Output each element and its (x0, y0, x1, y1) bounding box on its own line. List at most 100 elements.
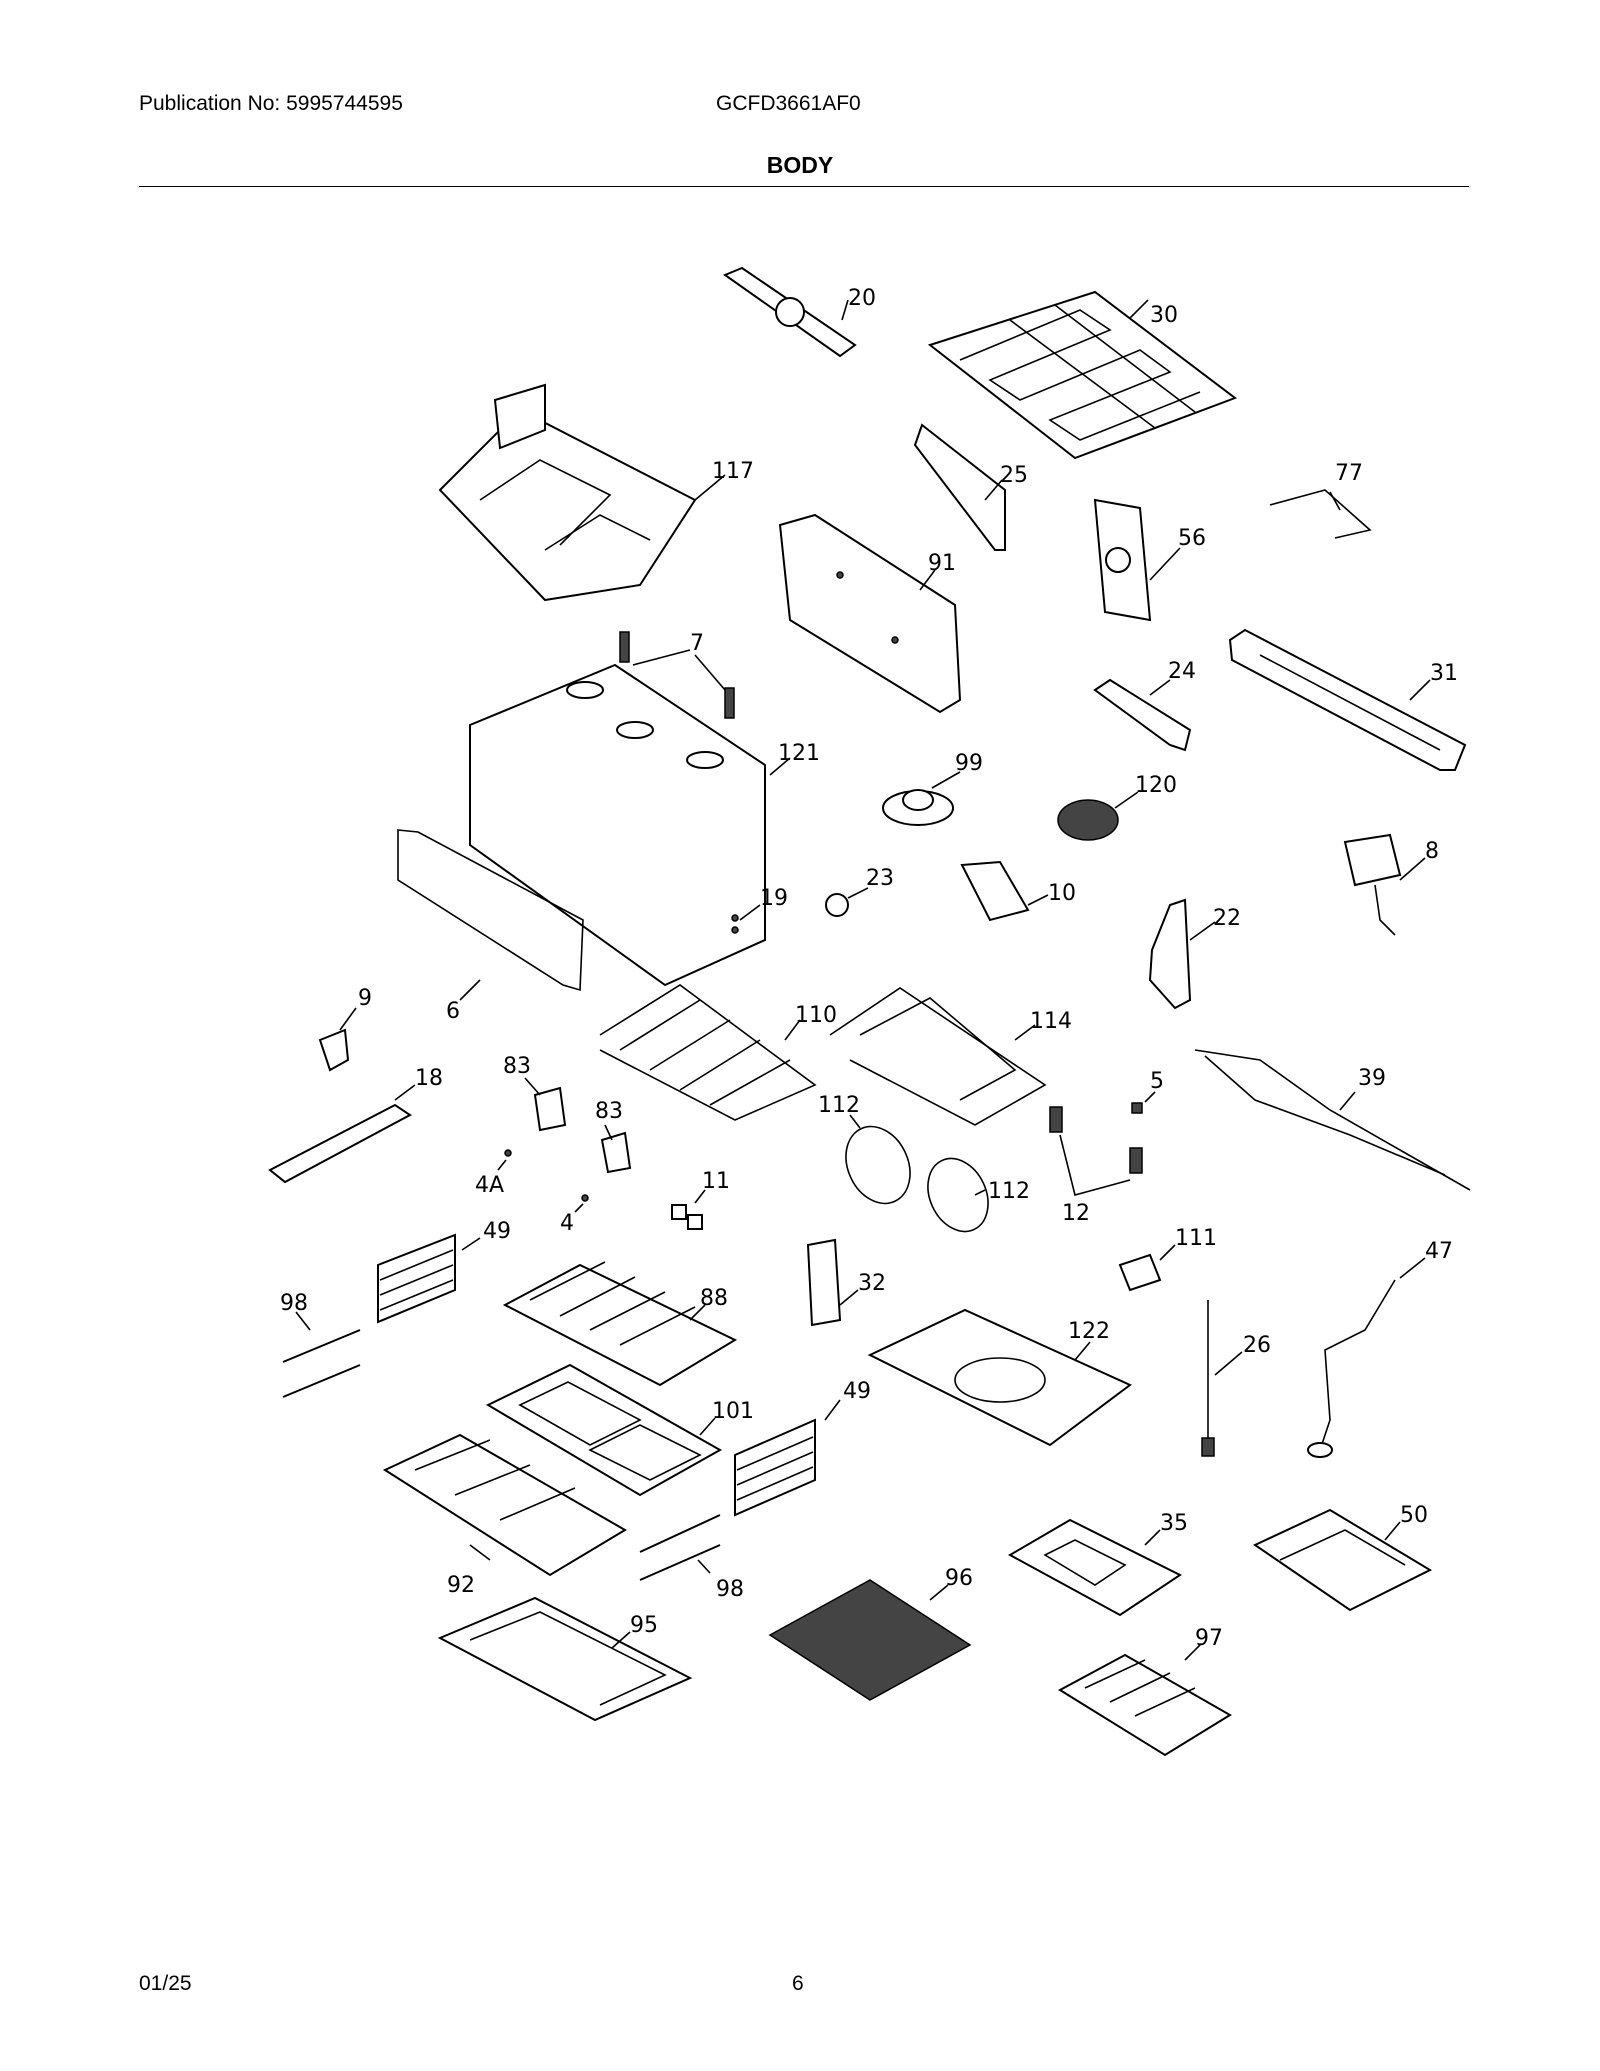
callout-12[interactable]: 12 (1062, 1201, 1090, 1226)
part-control-board (960, 860, 1049, 922)
callout-35[interactable]: 35 (1160, 1511, 1188, 1536)
callout-50[interactable]: 50 (1400, 1503, 1428, 1528)
part-door-gasket (397, 829, 584, 1001)
part-ring-element-a (845, 1114, 911, 1205)
part-fan-blade (318, 1007, 357, 1072)
part-rack-supports-a (377, 1233, 481, 1324)
callout-11[interactable]: 11 (702, 1169, 730, 1194)
part-vent-trim (1228, 628, 1467, 771)
callout-7[interactable]: 7 (690, 631, 704, 656)
part-bottom-pan (867, 1308, 1132, 1447)
callout-117[interactable]: 117 (712, 459, 754, 484)
part-grates (927, 290, 1238, 460)
part-motor (1343, 833, 1426, 936)
callout-91[interactable]: 91 (928, 551, 956, 576)
callout-5[interactable]: 5 (1150, 1069, 1164, 1094)
part-fan-blade-83a (524, 1077, 567, 1132)
callout-92[interactable]: 92 (447, 1573, 475, 1598)
callout-122[interactable]: 122 (1068, 1319, 1110, 1344)
callout-112a[interactable]: 112 (818, 1093, 860, 1118)
part-spacers (671, 1189, 706, 1230)
part-ring-element-b (927, 1157, 989, 1233)
callout-23[interactable]: 23 (866, 866, 894, 891)
part-cooktop-pan (438, 383, 726, 602)
callout-32[interactable]: 32 (858, 1271, 886, 1296)
callout-24[interactable]: 24 (1168, 659, 1196, 684)
callout-26[interactable]: 26 (1243, 1333, 1271, 1358)
part-hinge-bracket (1093, 678, 1192, 752)
part-sensors (1049, 1106, 1143, 1196)
callout-56[interactable]: 56 (1178, 526, 1206, 551)
callout-98b[interactable]: 98 (716, 1577, 744, 1602)
callout-83a[interactable]: 83 (503, 1054, 531, 1079)
callout-18[interactable]: 18 (415, 1066, 443, 1091)
part-oven-racks (502, 1261, 738, 1387)
part-screw-4 (574, 1194, 589, 1213)
part-igniters (619, 631, 735, 719)
callout-114[interactable]: 114 (1030, 1009, 1072, 1034)
callout-6[interactable]: 6 (446, 999, 460, 1024)
callout-10[interactable]: 10 (1048, 881, 1076, 906)
callout-96[interactable]: 96 (945, 1566, 973, 1591)
part-rack-slides-b (639, 1514, 721, 1581)
part-oven-rack (382, 1433, 627, 1577)
callout-98a[interactable]: 98 (280, 1291, 308, 1316)
part-screw-4a (497, 1149, 512, 1171)
part-probe (1201, 1300, 1243, 1457)
part-panel-insert (806, 1238, 859, 1327)
callout-101[interactable]: 101 (712, 1399, 754, 1424)
part-panel (1093, 498, 1181, 622)
part-rack-supports-b (734, 1399, 841, 1517)
callout-49b[interactable]: 49 (843, 1379, 871, 1404)
part-oven-cavity (469, 663, 791, 987)
page-number: 6 (792, 1972, 804, 1995)
callout-20[interactable]: 20 (848, 286, 876, 311)
part-broiler-drawer (1007, 1518, 1182, 1617)
part-bulb (825, 887, 869, 917)
callout-25[interactable]: 25 (1000, 463, 1028, 488)
part-fan-blade-83b (600, 1124, 632, 1174)
part-grill-plate (1058, 1644, 1232, 1757)
callout-49a[interactable]: 49 (483, 1219, 511, 1244)
publication-date: 01/25 (139, 1972, 192, 1995)
callout-4[interactable]: 4 (560, 1211, 574, 1236)
part-filter (1057, 791, 1139, 841)
part-rail-bracket (268, 1084, 416, 1184)
part-clip (1131, 1091, 1156, 1114)
callout-47[interactable]: 47 (1425, 1239, 1453, 1264)
part-screws (731, 904, 761, 934)
callout-31[interactable]: 31 (1430, 661, 1458, 686)
callout-4A[interactable]: 4A (475, 1173, 504, 1198)
part-griddle (768, 1579, 972, 1701)
callout-19[interactable]: 19 (760, 886, 788, 911)
callout-110[interactable]: 110 (795, 1003, 837, 1028)
callout-77[interactable]: 77 (1335, 461, 1363, 486)
part-burner-harness (1307, 1257, 1426, 1458)
part-rack-slides-a (282, 1311, 361, 1398)
callout-111[interactable]: 111 (1175, 1226, 1217, 1251)
part-fan-assembly (722, 266, 857, 358)
part-bottom-cover (1252, 1508, 1433, 1612)
part-bake-element (599, 984, 817, 1121)
part-rear-panel (778, 513, 962, 714)
callout-112b[interactable]: 112 (988, 1179, 1030, 1204)
callout-121[interactable]: 121 (778, 741, 820, 766)
part-broiler-pans (485, 1363, 723, 1497)
callout-99[interactable]: 99 (955, 751, 983, 776)
part-knob (882, 771, 961, 826)
callout-30[interactable]: 30 (1150, 303, 1178, 328)
callout-83b[interactable]: 83 (595, 1099, 623, 1124)
callout-120[interactable]: 120 (1135, 773, 1177, 798)
part-bracket (913, 423, 1006, 551)
callout-8[interactable]: 8 (1425, 839, 1439, 864)
callout-95[interactable]: 95 (630, 1613, 658, 1638)
callout-9[interactable]: 9 (358, 986, 372, 1011)
part-wire-harness (1194, 1049, 1471, 1191)
callout-97[interactable]: 97 (1195, 1626, 1223, 1651)
part-door-latch (1148, 898, 1216, 1010)
callout-22[interactable]: 22 (1213, 906, 1241, 931)
part-tray (437, 1596, 693, 1722)
callout-88[interactable]: 88 (700, 1286, 728, 1311)
callout-39[interactable]: 39 (1358, 1066, 1386, 1091)
